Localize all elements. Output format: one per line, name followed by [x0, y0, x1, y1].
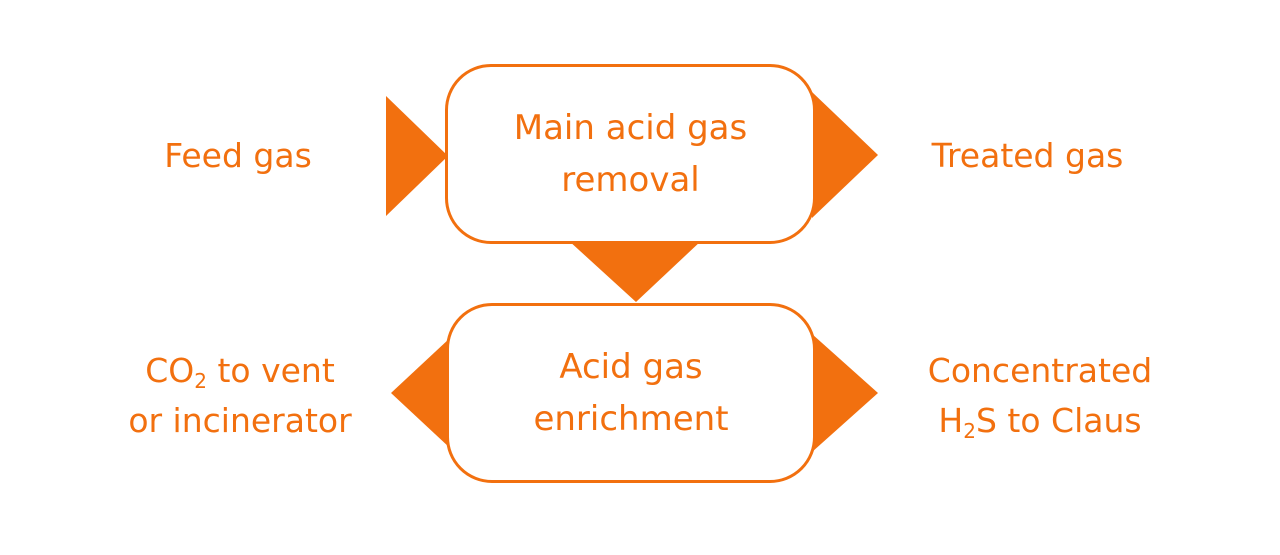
down-arrow [568, 240, 702, 302]
h2s-subscript: 2 [963, 419, 976, 443]
node-label-line2: removal [561, 160, 700, 200]
treated-gas-label: Treated gas [931, 136, 1124, 175]
main-acid-gas-removal-node: Main acid gas removal [445, 64, 816, 244]
h2s-text-rest: S to Claus [975, 401, 1142, 440]
h2s-label: Concentrated H2S to Claus [900, 346, 1180, 446]
h2s-arrow [812, 334, 878, 452]
node-label-line2: enrichment [533, 399, 729, 439]
node-label-line1: Main acid gas [513, 108, 748, 148]
co2-text-rest: to vent [206, 351, 335, 390]
h2s-text: H [938, 401, 964, 440]
co2-line2: or incinerator [128, 401, 352, 440]
co2-text: CO [145, 351, 195, 390]
h2s-line1: Concentrated [927, 351, 1153, 390]
feed-arrow [386, 96, 448, 216]
treated-arrow [812, 92, 878, 218]
feed-gas-label: Feed gas [164, 136, 312, 175]
co2-subscript: 2 [194, 369, 207, 393]
co2-arrow [391, 338, 450, 448]
co2-label: CO2 to vent or incinerator [105, 346, 375, 446]
acid-gas-enrichment-node: Acid gas enrichment [446, 303, 816, 483]
node-label-line1: Acid gas [559, 347, 703, 387]
